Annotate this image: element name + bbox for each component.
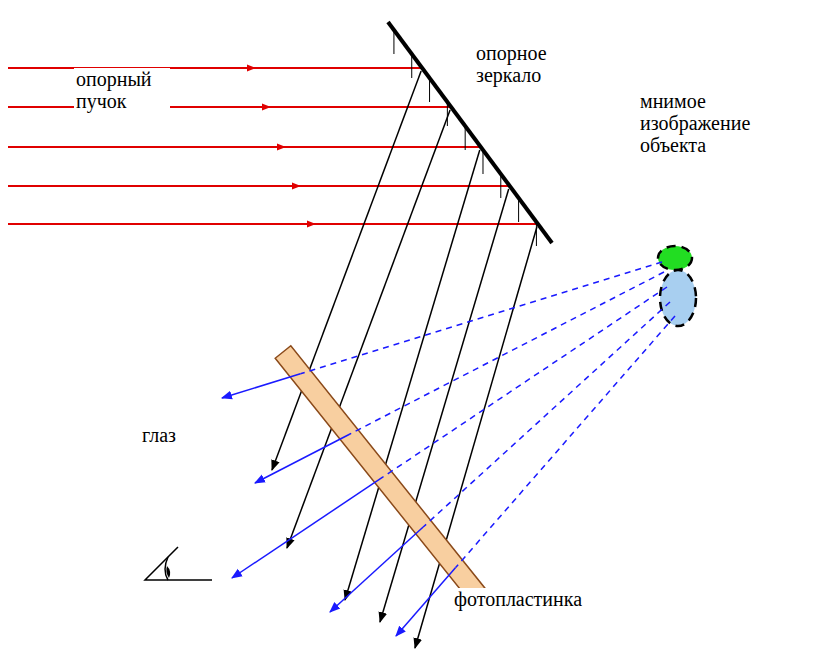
object-ray [232,477,383,578]
reflected-ray [272,71,421,470]
beam-ray [298,185,510,187]
object-head [658,246,692,270]
virtual-ray [423,302,670,527]
object-body [660,270,696,326]
object-wave [222,262,675,636]
beam-ray [268,106,451,108]
beam-ray [313,223,538,225]
reflected-beam [272,71,537,648]
text-label: мнимое изображение объекта [638,90,814,156]
text-label: опорный пучок [74,68,170,112]
virtual-ray [456,316,675,568]
virtual-ray [300,262,662,374]
beam-ray [253,67,422,69]
beam-ray [8,185,300,187]
beam-ray [283,146,481,148]
text-label: опорное зеркало [474,42,573,86]
eye-symbol [145,547,212,580]
object-ray [396,568,456,636]
reference-beam [8,68,538,224]
virtual-image [658,246,696,326]
object-ray [255,434,349,483]
virtual-ray [349,272,664,434]
virtual-ray [383,287,667,477]
object-ray [222,374,300,398]
reflected-ray [345,150,480,600]
object-ray [330,527,423,612]
text-label: глаз [140,424,178,446]
beam-ray [8,223,315,225]
beam-ray [8,146,285,148]
text-label: фотопластинка [452,588,584,610]
